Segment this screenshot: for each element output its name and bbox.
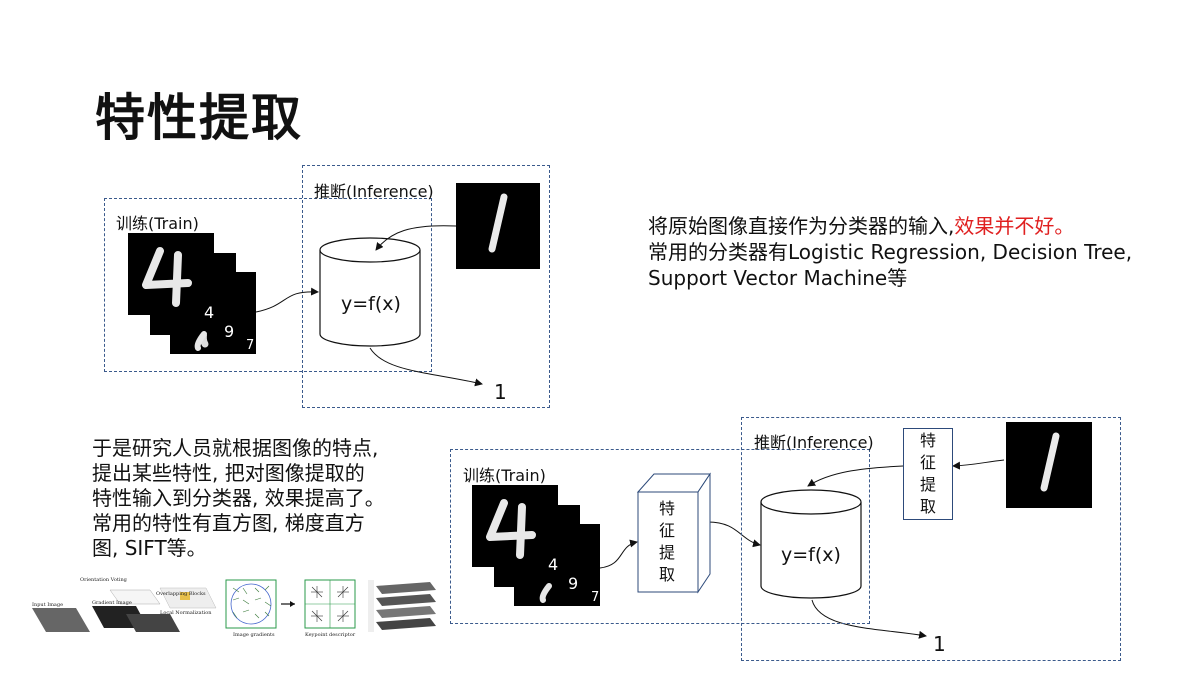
hog-label-orientation: Orientation Voting xyxy=(80,577,128,583)
hog-pipeline-figure: Orientation Voting Overlapping Blocks In… xyxy=(32,577,217,632)
hog-label-blocks: Overlapping Blocks xyxy=(156,591,206,597)
handwritten-four-icon xyxy=(486,499,536,559)
description-line-3: Support Vector Machine等 xyxy=(648,266,908,290)
feature-extraction-box-3d xyxy=(636,472,711,594)
sift-label-descriptor: Keypoint descriptor xyxy=(305,632,356,638)
inference-region-top xyxy=(302,165,550,408)
digit-label-7: 7 xyxy=(246,338,255,353)
left-line-1: 于是研究人员就根据图像的特点, xyxy=(92,436,379,460)
handwritten-one-icon xyxy=(488,193,508,253)
model-label-top: y=f(x) xyxy=(341,293,401,315)
train-region-bottom xyxy=(450,449,870,624)
description-left: 于是研究人员就根据图像的特点, 提出某些特性, 把对图像提取的 特性输入到分类器… xyxy=(92,436,385,561)
train-region-top xyxy=(104,198,432,372)
feature-extraction-box-inference: 特 征 提 取 xyxy=(903,428,953,520)
left-line-2: 提出某些特性, 把对图像提取的 xyxy=(92,461,365,485)
sift-label-gradients: Image gradients xyxy=(233,632,275,638)
inference-digit-image-top xyxy=(456,183,540,269)
model-cylinder-bottom xyxy=(760,489,862,599)
feature-pyramid-figure xyxy=(368,580,436,632)
output-value-top: 1 xyxy=(494,380,507,404)
slide-title: 特性提取 xyxy=(95,89,303,147)
highlight-text: 效果并不好。 xyxy=(954,214,1075,238)
digit-label-9: 9 xyxy=(224,322,235,341)
hog-label-normalization: Local Normalization xyxy=(160,610,212,616)
description-right: 将原始图像直接作为分类器的输入,效果并不好。 常用的分类器有Logistic R… xyxy=(648,213,1132,291)
feature-extraction-label: 特 征 提 取 xyxy=(658,499,675,584)
digit-label-7-bottom: 7 xyxy=(591,590,600,605)
handwritten-one-icon xyxy=(1040,432,1060,492)
train-label-bottom: 训练(Train) xyxy=(463,466,546,485)
inference-digit-image-bottom xyxy=(1006,422,1092,508)
model-cylinder-top xyxy=(319,237,421,347)
left-line-4: 常用的特性有直方图, 梯度直方 xyxy=(92,511,365,535)
train-label-top: 训练(Train) xyxy=(116,214,199,233)
digit-image-front xyxy=(128,233,214,315)
model-label-bottom: y=f(x) xyxy=(781,544,841,566)
inference-label-top: 推断(Inference) xyxy=(314,182,434,201)
digit-fragment-icon xyxy=(194,331,207,351)
hog-label-gradient: Gradient Image xyxy=(92,600,132,606)
digit-label-4-bottom: 4 xyxy=(548,555,559,574)
digit-image-front-bottom xyxy=(472,485,558,567)
inference-label-bottom: 推断(Inference) xyxy=(754,433,874,452)
inference-region-bottom xyxy=(741,417,1121,661)
hog-label-input: Input Image xyxy=(32,602,63,608)
description-line-2: 常用的分类器有Logistic Regression, Decision Tre… xyxy=(648,240,1133,264)
output-value-bottom: 1 xyxy=(933,632,946,656)
handwritten-four-icon xyxy=(142,247,192,307)
description-line-1: 将原始图像直接作为分类器的输入,效果并不好。 xyxy=(648,214,1075,238)
left-line-5: 图, SIFT等。 xyxy=(92,536,207,560)
digit-fragment-icon xyxy=(539,583,552,603)
digit-label-9-bottom: 9 xyxy=(568,574,579,593)
digit-label-4: 4 xyxy=(204,303,215,322)
left-line-3: 特性输入到分类器, 效果提高了。 xyxy=(92,486,385,510)
sift-descriptor-figure: Image gradients Keypoint descriptor xyxy=(225,579,356,638)
